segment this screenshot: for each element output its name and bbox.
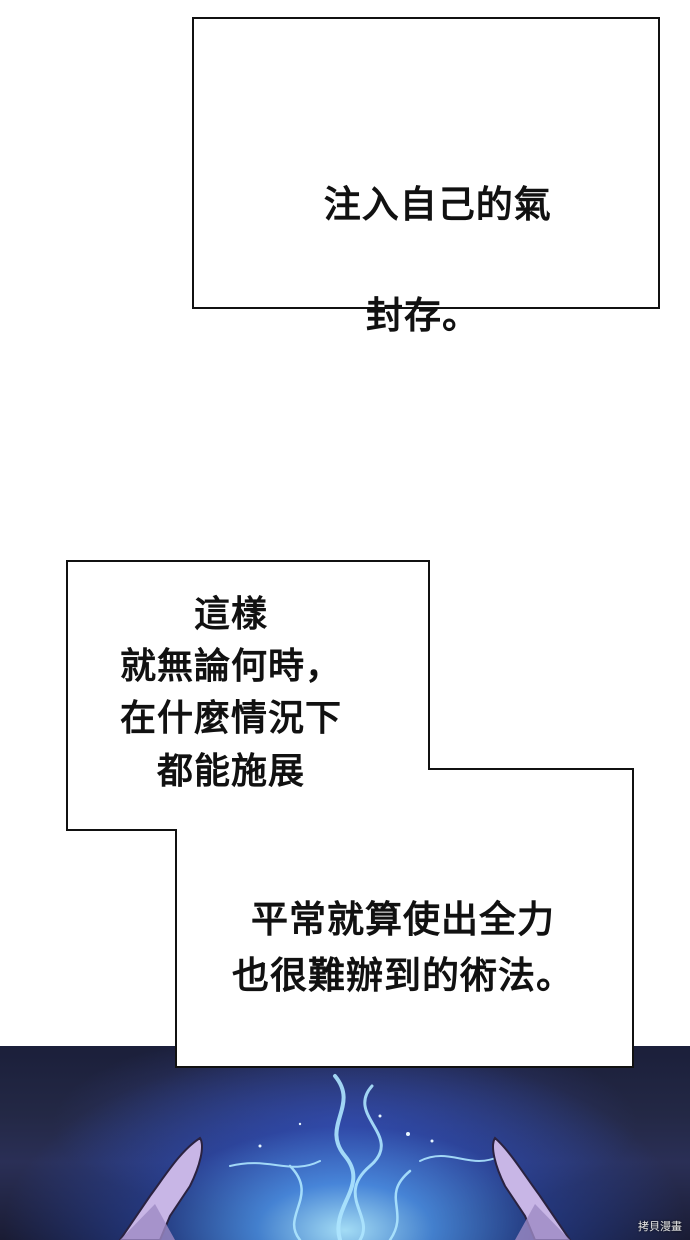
- caption-line: 就無論何時，: [120, 645, 343, 688]
- energy-wisps: [229, 1074, 501, 1240]
- stepped-caption-outline: [66, 560, 634, 1068]
- caption-text-middle-b: 平常就算使出全力 也很難辦到的術法。: [232, 892, 574, 1003]
- sparkles: [258, 1114, 434, 1148]
- caption-line: 平常就算使出全力: [251, 897, 555, 941]
- caption-line: 這樣: [194, 593, 269, 635]
- caption-text-middle-a: 這樣 就無論何時， 在什麼情況下 都能施展: [120, 588, 342, 797]
- glow-illustration-svg: [118, 1074, 572, 1240]
- caption-text-top: 注入自己的氣 封存。: [296, 121, 552, 399]
- glowing-hands-illustration: 拷貝漫畫: [0, 1046, 690, 1240]
- watermark: 拷貝漫畫: [638, 1220, 682, 1233]
- caption-line: 也很難辦到的術法。: [232, 952, 574, 997]
- caption-box-top: [192, 17, 660, 309]
- right-hand-shade: [515, 1204, 570, 1240]
- caption-line: 封存。: [366, 292, 480, 337]
- right-hand: [492, 1136, 572, 1240]
- caption-line: 都能施展: [157, 749, 306, 792]
- caption-line: 注入自己的氣: [323, 181, 552, 226]
- left-hand: [118, 1136, 203, 1240]
- caption-line: 在什麼情況下: [120, 697, 343, 740]
- left-hand-shade: [120, 1204, 175, 1240]
